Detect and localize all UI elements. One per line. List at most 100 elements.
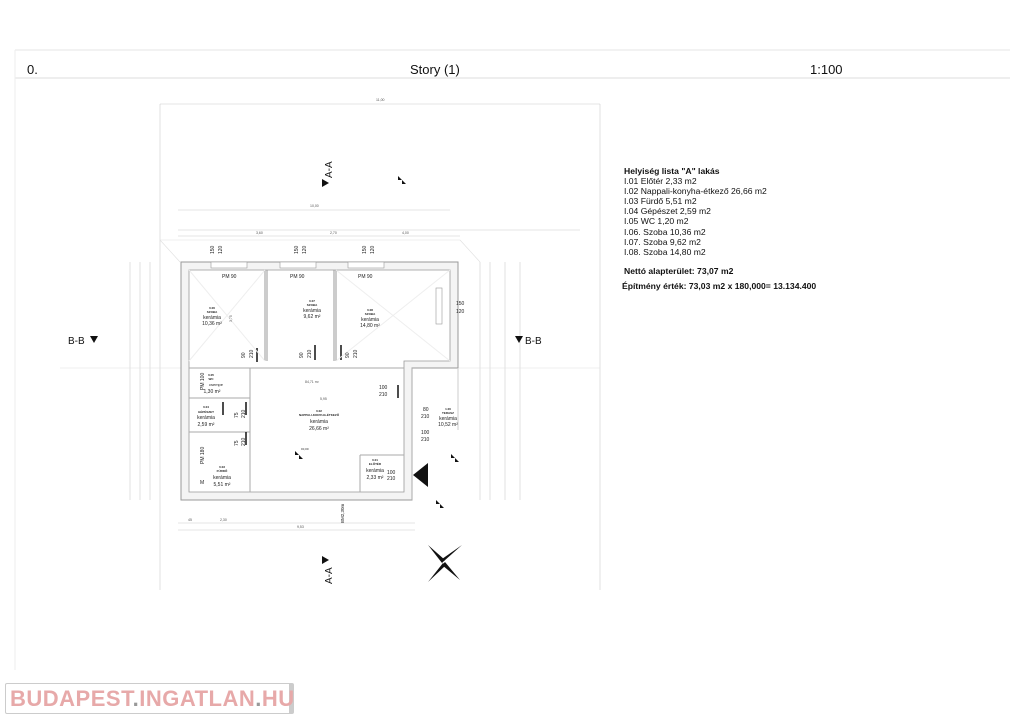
dim-label: 2,70 bbox=[330, 231, 337, 235]
door-label: 210 bbox=[307, 349, 313, 358]
window-label: 120 bbox=[302, 245, 308, 254]
room-list-item: I.05 WC 1,20 m2 bbox=[624, 216, 689, 227]
window-label: PM 180 bbox=[200, 447, 206, 464]
walls bbox=[180, 261, 459, 501]
room-floor: kerámia bbox=[361, 317, 379, 323]
room-floor: csempe bbox=[209, 382, 224, 387]
room-code: 0.02 bbox=[316, 409, 322, 413]
section-arrow-icon bbox=[515, 336, 523, 343]
room-name: SZOBA bbox=[207, 310, 218, 314]
section-arrow-icon bbox=[90, 336, 98, 343]
window-label: 150 bbox=[210, 245, 216, 254]
window-label: 120 bbox=[218, 245, 224, 254]
room-code: 0.03 bbox=[219, 465, 225, 469]
room-list-item: I.06. Szoba 10,36 m2 bbox=[624, 226, 706, 237]
room-code: 0.08 bbox=[367, 308, 373, 312]
room-area: 5,51 m² bbox=[214, 482, 231, 488]
room-area: 1,30 m² bbox=[204, 389, 221, 395]
dim-label: 4,00 bbox=[402, 231, 409, 235]
room-name: SZOBA bbox=[365, 312, 376, 316]
room-0-04: 0.04 GÉPÉSZET kerámia 2,59 m² bbox=[197, 405, 215, 428]
room-name: GÉPÉSZET bbox=[198, 409, 214, 414]
room-floor: kerámia bbox=[213, 475, 231, 481]
door-label: 100 bbox=[387, 470, 396, 476]
window-label: 150 bbox=[362, 245, 368, 254]
room-0-08: 0.08 SZOBA kerámia 14,80 m² bbox=[360, 308, 380, 329]
door-label: 80 bbox=[423, 407, 429, 413]
level-marker-icon bbox=[295, 176, 459, 508]
section-aa-top: A-A bbox=[324, 161, 335, 178]
room-name: WC bbox=[209, 377, 215, 381]
room-floor: kerámia bbox=[197, 415, 215, 421]
room-area: 14,80 m² bbox=[360, 323, 380, 329]
drawing-title: Story (1) bbox=[410, 62, 460, 77]
window-label: 150 bbox=[294, 245, 300, 254]
dim-total: 11,00 bbox=[376, 98, 385, 102]
section-bb-right: B-B bbox=[525, 336, 542, 347]
window-label: PM 100 bbox=[200, 373, 206, 390]
room-area: 26,66 m² bbox=[309, 426, 329, 432]
room-list-item: I.01 Előtér 2,33 m2 bbox=[624, 176, 697, 187]
room-area: 2,33 m² bbox=[367, 475, 384, 481]
window-label: PM 90 bbox=[222, 274, 237, 280]
door-label: 90 bbox=[345, 352, 351, 358]
door-label: 210 bbox=[421, 437, 430, 443]
dim-label: 9,53 bbox=[297, 525, 304, 529]
window-label: 150 bbox=[456, 301, 465, 307]
room-floor: kerámia bbox=[310, 419, 328, 425]
window-label: PM 90 bbox=[290, 274, 305, 280]
room-name: TERASZ bbox=[442, 411, 454, 415]
dim-label: 45 bbox=[188, 518, 192, 522]
watermark-logo: BUDAPEST.INGATLAN.HU bbox=[5, 683, 294, 714]
watermark-mid: INGATLAN bbox=[139, 685, 256, 711]
room-name: SZOBA bbox=[307, 303, 318, 307]
room-list-item: I.08. Szoba 14,80 m2 bbox=[624, 246, 706, 257]
room-floor: kerámia bbox=[439, 416, 457, 422]
room-code: 0.01 bbox=[372, 458, 378, 462]
entrance-arrow-icon bbox=[413, 463, 428, 487]
room-list-title: Helyiség lista "A" lakás bbox=[624, 166, 720, 176]
room-code: 1.00 bbox=[445, 407, 451, 411]
window-label: 120 bbox=[370, 245, 376, 254]
section-aa-bottom: A-A bbox=[324, 567, 335, 584]
room-floor: kerámia bbox=[203, 315, 221, 321]
level-label: ±0,00 bbox=[301, 447, 309, 451]
room-floor: kerámia bbox=[366, 468, 384, 474]
room-floor: kerámia bbox=[303, 308, 321, 314]
door-label: 210 bbox=[379, 392, 388, 398]
dim-label: 3,75 bbox=[229, 315, 233, 322]
dim-label: 2,30 bbox=[220, 518, 227, 522]
door-label: 210 bbox=[421, 414, 430, 420]
room-name: FÜRDŐ bbox=[217, 468, 228, 473]
door-label: 75 bbox=[234, 440, 240, 446]
room-list-item: I.02 Nappali-konyha-étkező 26,66 m2 bbox=[624, 186, 767, 197]
room-area: 9,62 m² bbox=[304, 314, 321, 320]
chimney-label: BM2,30m bbox=[340, 503, 345, 523]
room-list-item: I.03 Fürdő 5,51 m2 bbox=[624, 196, 697, 207]
door-label: 90 bbox=[299, 352, 305, 358]
room-0-05: 0.05 WC csempe 1,30 m² bbox=[204, 373, 224, 395]
section-arrow-icon bbox=[322, 556, 329, 564]
room-area: 10,36 m² bbox=[202, 321, 222, 327]
room-area: 10,52 m² bbox=[438, 422, 458, 428]
room-code: 0.04 bbox=[203, 405, 209, 409]
room-code: 0.07 bbox=[309, 299, 315, 303]
door-label: 100 bbox=[379, 385, 388, 391]
room-list-item: I.07. Szoba 9,62 m2 bbox=[624, 236, 701, 247]
window-label: PM 90 bbox=[358, 274, 373, 280]
window-label: 120 bbox=[456, 309, 465, 315]
watermark-dot: . bbox=[132, 685, 140, 711]
room-list: Helyiség lista "A" lakás I.01 Előtér 2,3… bbox=[622, 166, 816, 291]
dim-label: 5,95 bbox=[320, 397, 327, 401]
door-label: 210 bbox=[241, 437, 247, 446]
dim-label: 3,60 bbox=[256, 231, 263, 235]
room-list-item: I.04 Gépészet 2,59 m2 bbox=[624, 206, 711, 217]
room-0-06: 0.06 SZOBA kerámia 10,36 m² bbox=[202, 306, 222, 327]
north-arrow-icon bbox=[428, 545, 462, 582]
door-label: 90 bbox=[241, 352, 247, 358]
door-label: 100 bbox=[421, 430, 430, 436]
room-code: 0.05 bbox=[208, 373, 214, 377]
room-0-03: 0.03 FÜRDŐ kerámia 5,51 m² bbox=[213, 465, 231, 488]
door-label: 210 bbox=[249, 349, 255, 358]
